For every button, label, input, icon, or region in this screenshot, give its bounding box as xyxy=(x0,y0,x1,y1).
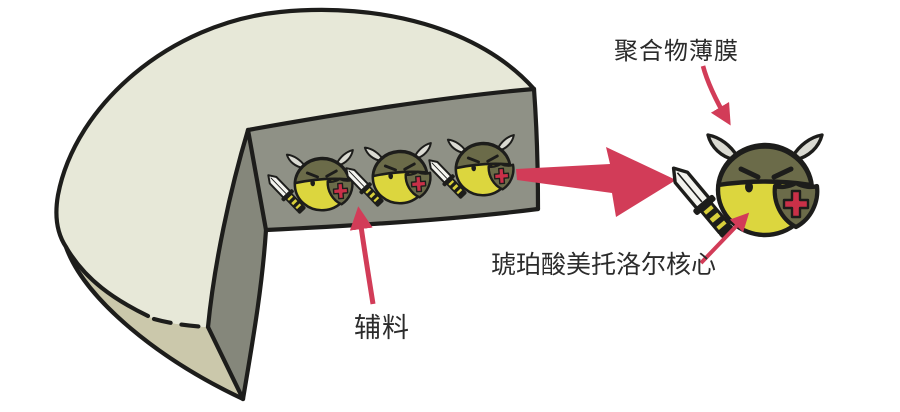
excipient-label-arrow xyxy=(349,206,376,305)
tablet-rim-cut-edge xyxy=(205,324,246,402)
tablet-inner-edge-dashed xyxy=(151,316,209,330)
film-label-arrow xyxy=(700,65,731,126)
label-excipient: 辅料 xyxy=(354,313,410,343)
tablet-top-cut-line xyxy=(205,127,251,330)
tablet-rim xyxy=(66,247,243,399)
tablet-wedge-corner-edge xyxy=(240,127,269,402)
tablet-left-cut-face xyxy=(208,130,266,399)
zoom-arrow xyxy=(516,147,676,217)
front-face-right-edge xyxy=(531,86,541,212)
tablet-top-surface xyxy=(56,9,534,328)
label-metoprolol-succinate-core: 琥珀酸美托洛尔核心 xyxy=(491,252,717,279)
warrior-enlarged xyxy=(664,135,822,242)
core-label-arrow xyxy=(699,212,750,265)
label-polymer-film: 聚合物薄膜 xyxy=(614,39,739,65)
front-face-top-edge xyxy=(245,86,537,133)
tablet-inner-edge-solid xyxy=(63,244,151,319)
front-face-bottom-edge xyxy=(263,206,541,233)
tablet-outer-edge xyxy=(54,7,537,402)
